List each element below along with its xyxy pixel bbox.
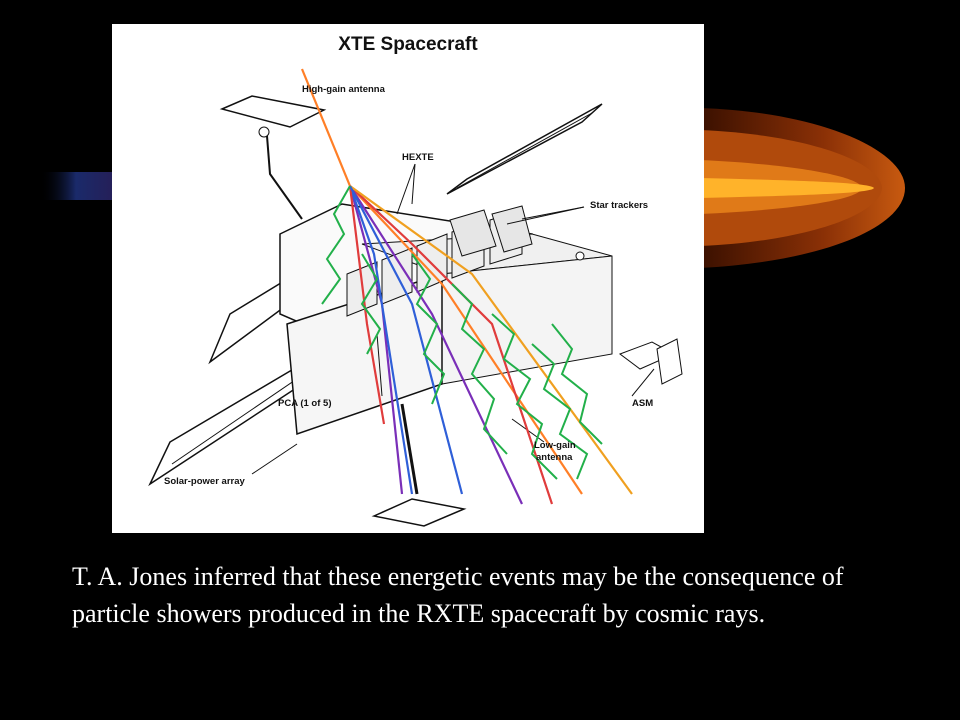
label-asm: ASM (632, 398, 654, 409)
shower-cascade (451, 283, 508, 455)
label-high-gain-antenna: High-gain antenna (302, 84, 385, 95)
shower-track (300, 68, 583, 495)
shower-track (348, 185, 386, 425)
shower-cascade (551, 323, 603, 445)
label-solar-power-array: Solar-power array (164, 476, 245, 487)
shower-track (349, 185, 523, 505)
particle-shower-overlay (300, 68, 633, 505)
label-star-trackers: Star trackers (590, 200, 649, 211)
spacecraft-figure: XTE Spacecraft High-gain antenna HEXTE S… (112, 24, 704, 533)
shower-cascade (491, 313, 558, 480)
label-low-gain-line1: Low-gain (534, 440, 576, 451)
label-low-gain-line2: antenna (536, 452, 573, 463)
caption-text: T. A. Jones inferred that these energeti… (72, 562, 844, 628)
shower-cascade (531, 343, 589, 480)
label-pca: PCA (1 of 5) (278, 398, 332, 409)
shower-track (349, 185, 633, 495)
shower-cascade (321, 185, 351, 305)
shower-track (348, 185, 414, 495)
label-hexte: HEXTE (402, 152, 434, 163)
shower-cascade (360, 253, 382, 355)
spacecraft-drawing (148, 95, 683, 527)
figure-title: XTE Spacecraft (338, 34, 478, 55)
shower-cascade (411, 253, 446, 405)
shower-track (349, 185, 464, 495)
